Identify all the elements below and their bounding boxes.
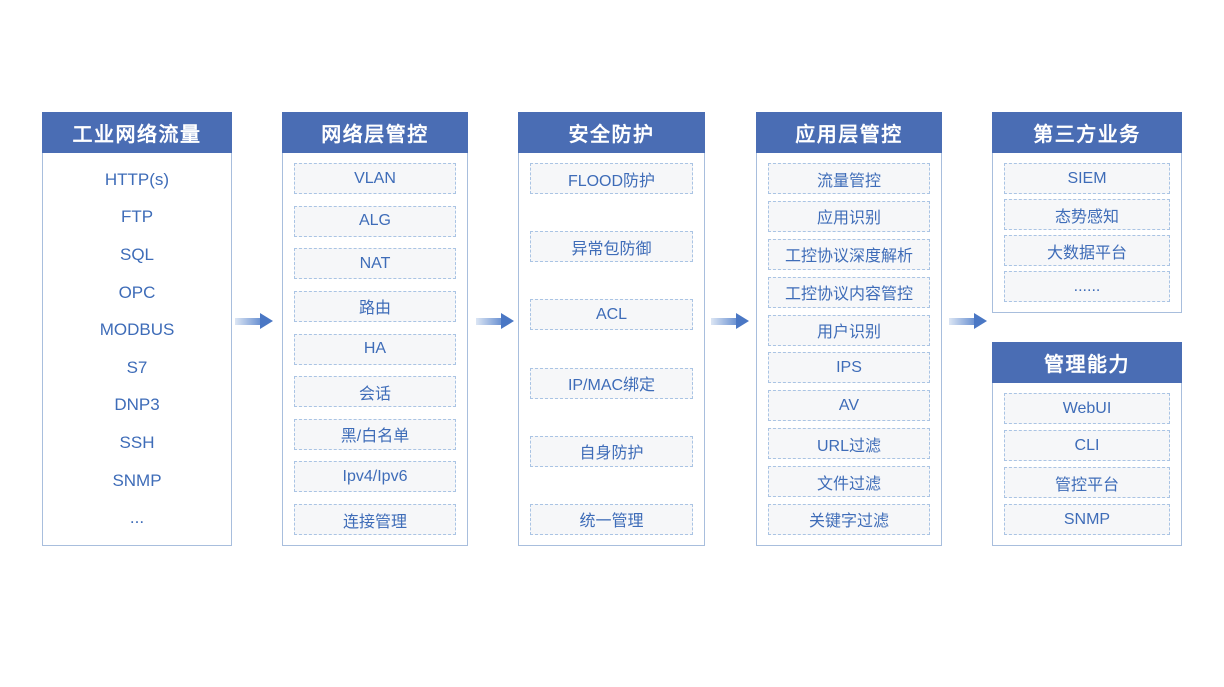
column-body-application-layer-control: 流量管控应用识别工控协议深度解析工控协议内容管控用户识别 IPS AV URL过滤文件… bbox=[756, 153, 942, 546]
security-protection-item: ACL bbox=[530, 299, 693, 331]
industrial-traffic-item: ... bbox=[129, 508, 145, 528]
network-layer-control-item: VLAN bbox=[294, 163, 456, 194]
industrial-traffic-item: OPC bbox=[118, 282, 156, 302]
column-header-management-capability: 管理能力 bbox=[992, 342, 1182, 383]
industrial-traffic-item: SQL bbox=[119, 244, 155, 264]
security-protection-item: FLOOD防护 bbox=[530, 163, 693, 194]
network-layer-control-item: 黑/白名单 bbox=[294, 418, 456, 450]
network-layer-control-item: 连接管理 bbox=[294, 504, 456, 535]
industrial-traffic-item: SNMP bbox=[112, 470, 162, 490]
security-protection-item: 统一管理 bbox=[530, 503, 693, 535]
flow-arrow-icon bbox=[235, 313, 273, 330]
management-capability-item: WebUI bbox=[1004, 393, 1170, 424]
security-protection-item: 自身防护 bbox=[530, 435, 693, 467]
application-layer-control-item: AV bbox=[768, 390, 930, 422]
flow-arrow-icon bbox=[711, 313, 749, 330]
flow-arrow-icon bbox=[476, 313, 514, 330]
security-protection-item: 异常包防御 bbox=[530, 231, 693, 263]
application-layer-control-item: 工控协议深度解析 bbox=[768, 238, 930, 270]
arrow-shaft bbox=[235, 318, 260, 325]
industrial-traffic-item: HTTP(s) bbox=[104, 169, 170, 189]
management-capability-item: 管控平台 bbox=[1004, 467, 1170, 498]
application-layer-control-item: 应用识别 bbox=[768, 200, 930, 232]
industrial-traffic-item: SSH bbox=[119, 432, 155, 452]
application-layer-control-item: 用户识别 bbox=[768, 314, 930, 346]
column-body-network-layer-control: VLAN ALG NAT 路由 HA 会话黑/白名单 Ipv4/Ipv6 连接管理 bbox=[282, 153, 468, 546]
arrow-head bbox=[736, 313, 749, 329]
industrial-traffic-item: MODBUS bbox=[99, 320, 175, 340]
network-layer-control-item: 会话 bbox=[294, 376, 456, 408]
column-third-party-services: 第三方业务 SIEM 态势感知大数据平台...... bbox=[992, 112, 1182, 313]
column-body-security-protection: FLOOD防护异常包防御 ACL IP/MAC绑定自身防护统一管理 bbox=[518, 153, 705, 546]
application-layer-control-item: 流量管控 bbox=[768, 163, 930, 194]
management-capability-item: SNMP bbox=[1004, 504, 1170, 535]
industrial-traffic-item: DNP3 bbox=[114, 395, 160, 415]
application-layer-control-item: 关键字过滤 bbox=[768, 503, 930, 535]
arrow-shaft bbox=[476, 318, 501, 325]
column-application-layer-control: 应用层管控流量管控应用识别工控协议深度解析工控协议内容管控用户识别 IPS AV UR… bbox=[756, 112, 942, 546]
column-network-layer-control: 网络层管控 VLAN ALG NAT 路由 HA 会话黑/白名单 Ipv4/Ipv6 连接管理 bbox=[282, 112, 468, 546]
third-party-services-item: SIEM bbox=[1004, 163, 1170, 194]
industrial-traffic-item: S7 bbox=[126, 357, 148, 377]
arrow-head bbox=[501, 313, 514, 329]
column-header-network-layer-control: 网络层管控 bbox=[282, 112, 468, 153]
column-header-application-layer-control: 应用层管控 bbox=[756, 112, 942, 153]
application-layer-control-item: URL过滤 bbox=[768, 428, 930, 460]
column-header-industrial-traffic: 工业网络流量 bbox=[42, 112, 232, 153]
network-layer-control-item: ALG bbox=[294, 205, 456, 237]
network-layer-control-item: 路由 bbox=[294, 290, 456, 322]
network-layer-control-item: NAT bbox=[294, 248, 456, 280]
arrow-head bbox=[260, 313, 273, 329]
network-layer-control-item: HA bbox=[294, 333, 456, 365]
application-layer-control-item: IPS bbox=[768, 352, 930, 384]
management-capability-item: CLI bbox=[1004, 430, 1170, 461]
column-body-management-capability: WebUI CLI 管控平台 SNMP bbox=[992, 383, 1182, 546]
column-management-capability: 管理能力 WebUI CLI 管控平台 SNMP bbox=[992, 342, 1182, 546]
application-layer-control-item: 工控协议内容管控 bbox=[768, 276, 930, 308]
column-header-third-party-services: 第三方业务 bbox=[992, 112, 1182, 153]
application-layer-control-item: 文件过滤 bbox=[768, 466, 930, 497]
third-party-services-item: 大数据平台 bbox=[1004, 235, 1170, 266]
security-protection-item: IP/MAC绑定 bbox=[530, 367, 693, 399]
arrow-shaft bbox=[711, 318, 736, 325]
third-party-services-item: 态势感知 bbox=[1004, 199, 1170, 230]
column-header-security-protection: 安全防护 bbox=[518, 112, 705, 153]
arrow-head bbox=[974, 313, 987, 329]
industrial-traffic-item: FTP bbox=[120, 207, 154, 227]
network-layer-control-item: Ipv4/Ipv6 bbox=[294, 461, 456, 493]
arrow-shaft bbox=[949, 318, 974, 325]
column-body-third-party-services: SIEM 态势感知大数据平台...... bbox=[992, 153, 1182, 313]
third-party-services-item: ...... bbox=[1004, 271, 1170, 302]
column-security-protection: 安全防护 FLOOD防护异常包防御 ACL IP/MAC绑定自身防护统一管理 bbox=[518, 112, 705, 546]
flow-arrow-icon bbox=[949, 313, 987, 330]
